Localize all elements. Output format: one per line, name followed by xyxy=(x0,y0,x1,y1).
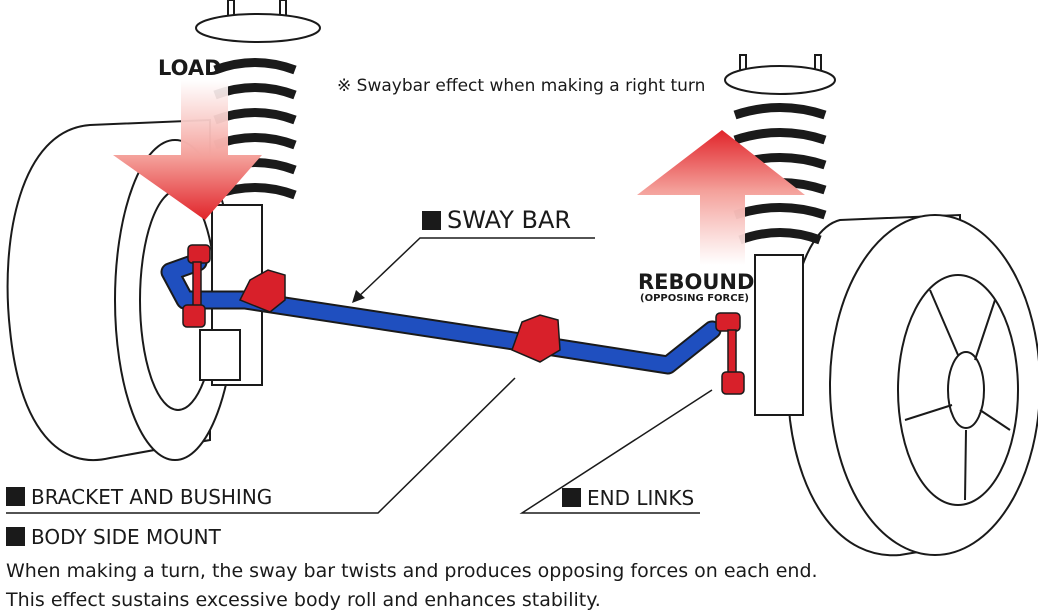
bracket-and-bushing-label: BRACKET AND BUSHING xyxy=(6,485,272,509)
end-links-label-text: END LINKS xyxy=(587,486,695,510)
description-line-1: When making a turn, the sway bar twists … xyxy=(6,560,818,582)
sway-bar-leader-arrowhead-icon xyxy=(352,290,365,303)
opposing-force-label: (OPPOSING FORCE) xyxy=(640,293,749,304)
end-links-leader xyxy=(519,389,713,514)
square-bullet-icon xyxy=(562,488,581,507)
description-line-2: This effect sustains excessive body roll… xyxy=(6,589,601,611)
end-links-label: END LINKS xyxy=(562,486,694,510)
load-label: LOAD xyxy=(158,56,222,80)
sway-bar-label-text: SWAY BAR xyxy=(447,206,572,234)
right-end-link xyxy=(715,312,745,395)
square-bullet-icon xyxy=(6,487,25,506)
sway-bar-label: SWAY BAR xyxy=(422,206,571,234)
left-end-link xyxy=(182,244,211,328)
square-bullet-icon xyxy=(422,211,441,230)
body-side-mount-label: BODY SIDE MOUNT xyxy=(6,525,221,549)
sway-bar-leader xyxy=(354,237,595,301)
leader-lines xyxy=(6,237,713,514)
bracket-right xyxy=(511,314,561,363)
right-wheel xyxy=(786,213,1038,557)
body-side-mount-label-text: BODY SIDE MOUNT xyxy=(31,525,221,549)
rebound-label: REBOUND xyxy=(638,270,755,294)
right-strut xyxy=(724,54,836,416)
bracket-leader xyxy=(6,377,516,514)
load-arrow-icon xyxy=(113,80,262,220)
rebound-arrow-icon xyxy=(637,130,805,265)
square-bullet-icon xyxy=(6,527,25,546)
bracket-and-bushing-label-text: BRACKET AND BUSHING xyxy=(31,485,273,509)
bracket-left xyxy=(238,269,286,313)
diagram-title: ※ Swaybar effect when making a right tur… xyxy=(337,76,706,96)
